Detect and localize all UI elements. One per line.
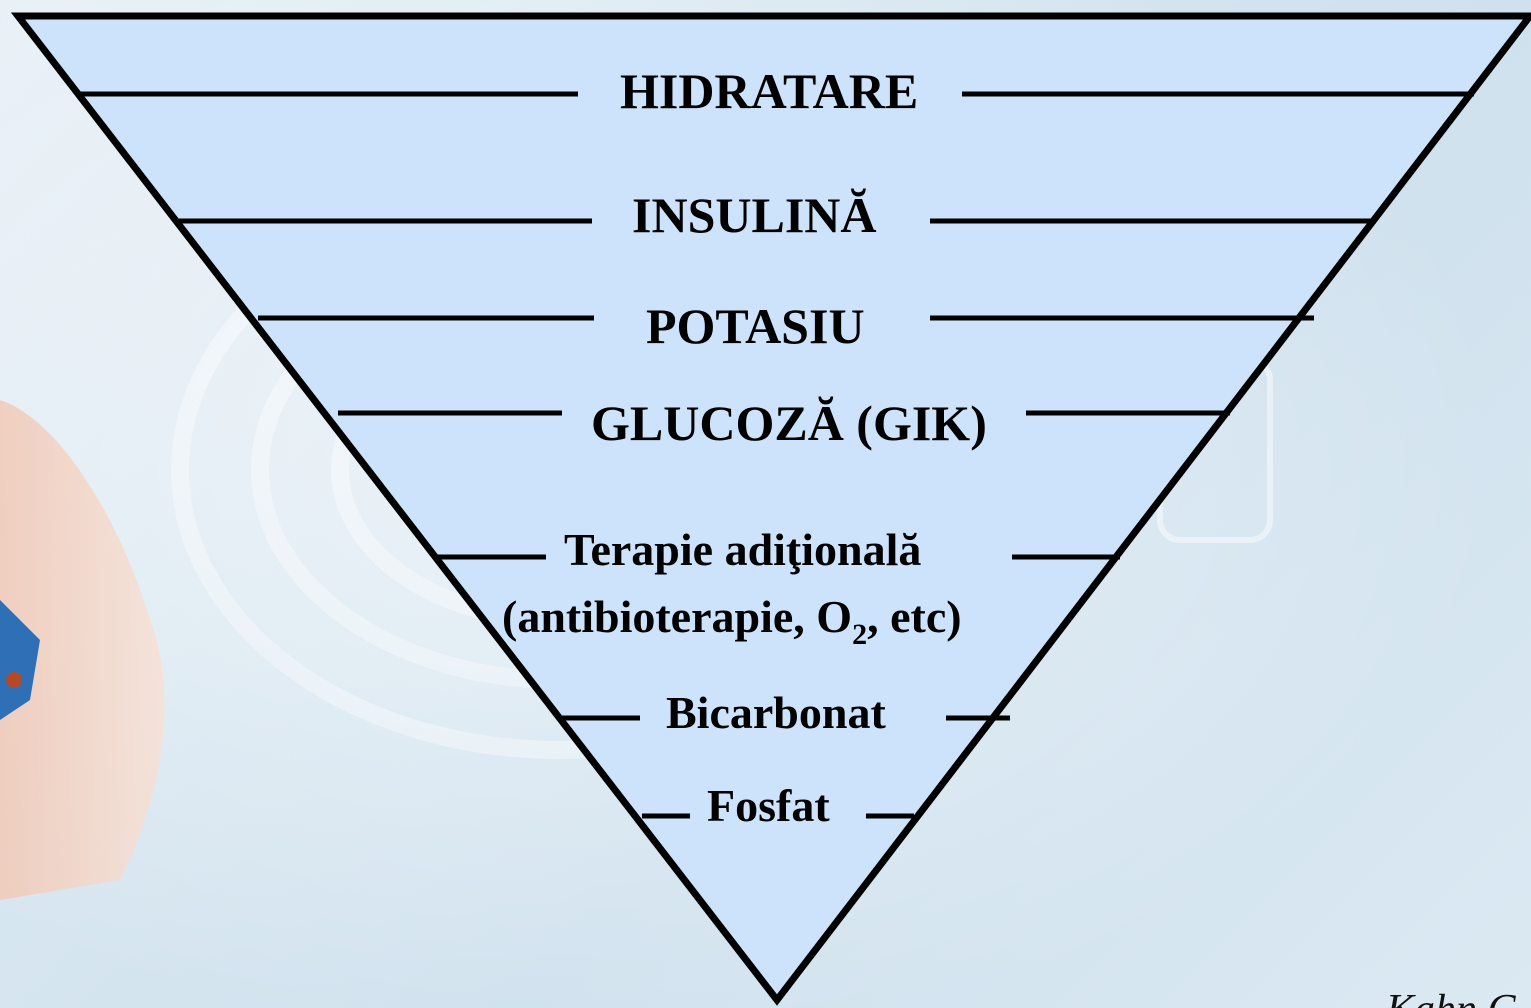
level-hidratare-label: HIDRATARE	[620, 66, 918, 116]
level-terapie-line2: (antibioterapie, O2, etc)	[502, 594, 962, 650]
pyramid-triangle	[18, 16, 1530, 1000]
level-terapie-line2-prefix: (antibioterapie, O	[502, 591, 852, 642]
level-bicarbonat-label: Bicarbonat	[666, 690, 886, 736]
level-terapie-line2-subscript: 2	[852, 618, 867, 651]
level-terapie-line2-suffix: , etc)	[867, 591, 961, 642]
level-potasiu-label: POTASIU	[646, 301, 865, 351]
level-terapie-line1: Terapie adiţională	[564, 527, 921, 573]
level-fosfat-label: Fosfat	[707, 783, 830, 829]
level-insulina-label: INSULINĂ	[632, 190, 877, 240]
level-glucoza-label: GLUCOZĂ (GIK)	[591, 398, 987, 448]
citation-text: Kahn C	[1386, 986, 1516, 1008]
